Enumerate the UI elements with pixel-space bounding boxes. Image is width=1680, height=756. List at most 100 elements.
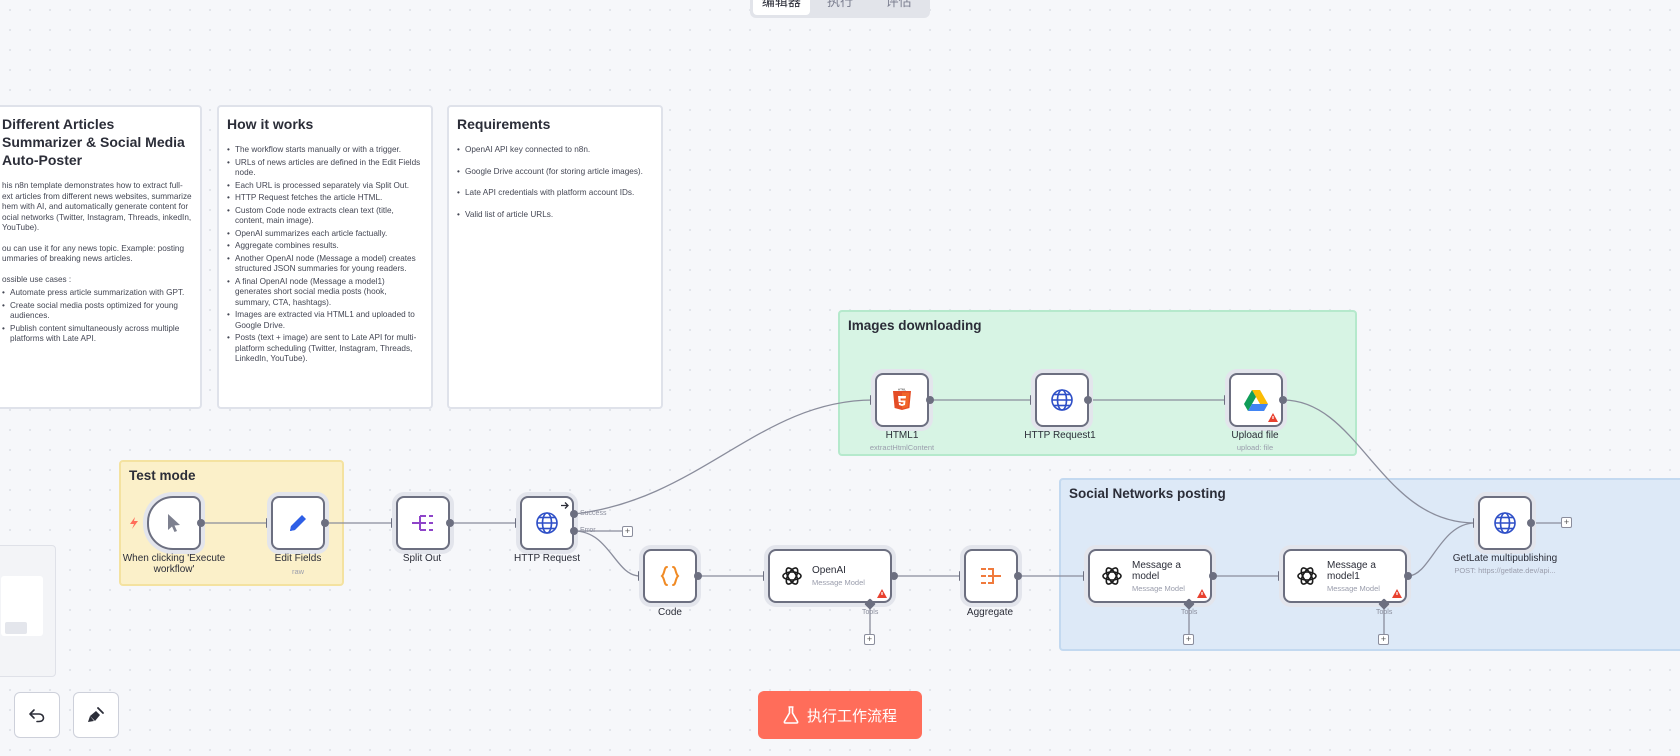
tab-editor[interactable]: 编辑器: [753, 0, 810, 15]
node-label: Edit Fields: [274, 553, 322, 564]
node-code[interactable]: [643, 549, 697, 603]
node-subtitle: extractHtmlContent: [869, 443, 935, 452]
input-handle[interactable]: [1030, 395, 1034, 405]
undo-button[interactable]: [14, 692, 60, 738]
tab-evaluations[interactable]: 评估: [885, 0, 912, 9]
node-http-request[interactable]: [520, 496, 574, 550]
view-tabs: 编辑器 执行 评估: [750, 0, 930, 18]
add-node-button[interactable]: +: [1561, 517, 1572, 528]
sticky-note-how-it-works[interactable]: How it works The workflow starts manuall…: [217, 105, 433, 409]
input-handle[interactable]: [763, 571, 767, 581]
note-list-item: Images are extracted via HTML1 and uploa…: [227, 310, 423, 331]
execute-workflow-label: 执行工作流程: [806, 707, 897, 725]
output-port[interactable]: [446, 519, 454, 527]
split-icon: [412, 515, 433, 531]
node-label: Split Out: [402, 553, 442, 564]
warning-icon: [1197, 589, 1207, 598]
warning-icon: [1392, 589, 1402, 598]
output-port[interactable]: [1084, 396, 1092, 404]
node-edit-fields[interactable]: [271, 496, 325, 550]
note-list-item: A final OpenAI node (Message a model1) g…: [227, 277, 423, 309]
input-handle[interactable]: [1278, 571, 1282, 581]
node-manual-trigger[interactable]: [147, 496, 201, 550]
node-subtitle: Message Model: [1132, 583, 1185, 593]
success-label: Success: [580, 510, 607, 517]
note-paragraph: ou can use it for any news topic. Exampl…: [2, 243, 185, 264]
node-label: Message a model1: [1327, 559, 1376, 582]
output-port-success[interactable]: [570, 510, 578, 518]
node-split-out[interactable]: [396, 496, 450, 550]
output-port[interactable]: [1527, 519, 1535, 527]
output-port[interactable]: [321, 519, 329, 527]
output-port-error[interactable]: [570, 527, 578, 535]
node-subtitle: raw: [291, 567, 305, 576]
note-list-item: Google Drive account (for storing articl…: [457, 167, 653, 178]
tools-label: Tools: [862, 609, 879, 616]
undo-icon: [29, 709, 45, 723]
input-handle[interactable]: [1473, 518, 1477, 528]
note-list-item: Posts (text + image) are sent to Late AP…: [227, 333, 423, 365]
input-handle[interactable]: [638, 571, 642, 581]
input-handle[interactable]: [266, 518, 270, 528]
node-subtitle: upload: file: [1236, 443, 1274, 452]
tab-executions[interactable]: 执行: [827, 0, 854, 9]
side-panel[interactable]: [0, 545, 56, 677]
node-upload-file[interactable]: [1229, 373, 1283, 427]
output-port[interactable]: [1279, 396, 1287, 404]
output-port[interactable]: [1404, 572, 1412, 580]
clear-execution-button[interactable]: [73, 692, 119, 738]
flask-icon: [783, 706, 799, 724]
output-port[interactable]: [694, 572, 702, 580]
node-aggregate[interactable]: [964, 549, 1018, 603]
note-list-item: Late API credentials with platform accou…: [457, 188, 653, 199]
input-handle[interactable]: [1224, 395, 1228, 405]
output-port[interactable]: [1209, 572, 1217, 580]
node-label: HTTP Request: [514, 553, 580, 564]
node-subtitle: Message Model: [1327, 583, 1380, 593]
node-html1[interactable]: HTML: [875, 373, 929, 427]
input-handle[interactable]: [959, 571, 963, 581]
lightning-icon: [130, 517, 138, 529]
tools-label: Tools: [1181, 609, 1198, 616]
node-message-a-model[interactable]: Message a model Message Model: [1088, 549, 1212, 603]
add-tool-button[interactable]: +: [864, 634, 875, 645]
add-tool-button[interactable]: +: [1378, 634, 1389, 645]
note-list-item: OpenAI API key connected to n8n.: [457, 145, 653, 156]
node-label: When clicking 'Execute workflow': [122, 553, 226, 575]
note-list-item: URLs of news articles are defined in the…: [227, 158, 423, 179]
add-node-button[interactable]: +: [622, 526, 633, 537]
openai-icon: [1102, 567, 1122, 585]
sticky-note-intro[interactable]: Different Articles Summarizer & Social M…: [0, 105, 202, 409]
node-label: Aggregate: [966, 607, 1014, 618]
svg-text:HTML: HTML: [898, 388, 906, 392]
input-handle[interactable]: [391, 518, 395, 528]
output-port[interactable]: [926, 396, 934, 404]
google-drive-icon: [1244, 390, 1268, 411]
globe-icon: [1051, 389, 1073, 411]
input-handle[interactable]: [1083, 571, 1087, 581]
add-tool-button[interactable]: +: [1183, 634, 1194, 645]
pencil-icon: [290, 515, 306, 531]
sticky-note-requirements[interactable]: Requirements OpenAI API key connected to…: [447, 105, 663, 409]
note-paragraph: his n8n template demonstrates how to ext…: [2, 181, 192, 232]
node-label: Message a model: [1132, 559, 1181, 582]
node-getlate-multipublishing[interactable]: [1478, 496, 1532, 550]
node-openai[interactable]: OpenAI Message Model: [768, 549, 892, 603]
group-title: Images downloading: [848, 318, 982, 333]
group-title: Test mode: [129, 468, 196, 483]
note-title: How it works: [227, 116, 314, 132]
note-list-item: OpenAI summarizes each article factually…: [227, 229, 423, 240]
warning-icon: [877, 589, 887, 598]
tools-label: Tools: [1376, 609, 1393, 616]
html5-icon: HTML: [893, 388, 911, 410]
output-port[interactable]: [197, 519, 205, 527]
input-handle[interactable]: [515, 518, 519, 528]
note-title: Different Articles Summarizer & Social M…: [2, 116, 185, 168]
input-handle[interactable]: [870, 395, 874, 405]
node-message-a-model1[interactable]: Message a model1 Message Model: [1283, 549, 1407, 603]
note-list-item: The workflow starts manually or with a t…: [227, 145, 423, 156]
execute-workflow-button[interactable]: 执行工作流程: [758, 691, 922, 739]
output-port[interactable]: [1014, 572, 1022, 580]
output-port[interactable]: [890, 572, 898, 580]
node-http-request1[interactable]: [1035, 373, 1089, 427]
